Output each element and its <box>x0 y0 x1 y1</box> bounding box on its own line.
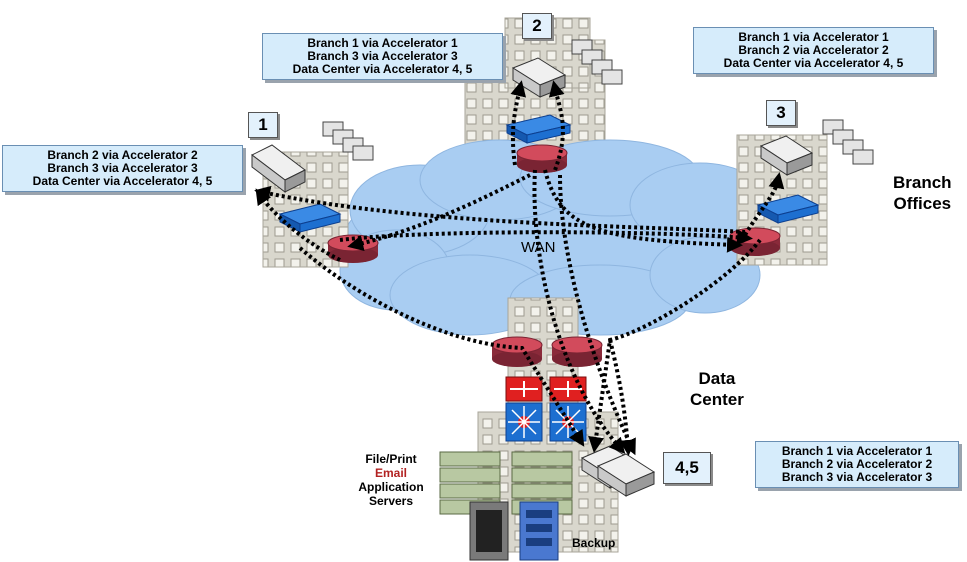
info-line: Data Center via Accelerator 4, 5 <box>292 62 473 76</box>
info-line: Branch 2 via Accelerator 2 <box>738 43 889 57</box>
accelerator-connection-paths <box>254 80 785 456</box>
branch-2-info-box: Branch 1 via Accelerator 1 Branch 3 via … <box>262 33 503 80</box>
branch-offices-line-1: Branch <box>893 173 952 192</box>
backup-storage-1-icon <box>469 501 509 561</box>
info-line: Data Center via Accelerator 4, 5 <box>723 56 904 70</box>
branch-1-info-box: Branch 2 via Accelerator 2 Branch 3 via … <box>2 145 243 192</box>
datacenter-router-1-icon <box>491 336 543 367</box>
branch-3-info-box: Branch 1 via Accelerator 1 Branch 2 via … <box>693 27 934 74</box>
branch-2-pc-icons <box>571 39 623 85</box>
data-center-line-2: Center <box>690 390 744 409</box>
wan-label: WAN <box>521 239 556 256</box>
data-center-label: Data Center <box>690 368 744 410</box>
branch-3-number-tag: 3 <box>766 100 796 126</box>
servers-line-1: File/Print <box>365 452 417 466</box>
info-line: Branch 3 via Accelerator 3 <box>781 470 933 484</box>
branch-1-pc-icons <box>322 121 374 161</box>
info-line: Branch 2 via Accelerator 2 <box>781 457 933 471</box>
branch-2-switch-icon <box>505 114 572 144</box>
data-center-line-1: Data <box>698 369 736 388</box>
datacenter-core-switch-1-icon <box>505 402 543 442</box>
data-center-info-box: Branch 1 via Accelerator 1 Branch 2 via … <box>755 441 959 488</box>
servers-line-4: Servers <box>368 494 414 508</box>
info-line: Branch 1 via Accelerator 1 <box>738 30 889 44</box>
servers-line-2: Email <box>374 466 407 480</box>
accelerator-5-icon <box>596 453 656 497</box>
info-line: Branch 3 via Accelerator 3 <box>47 161 198 175</box>
accelerator-1-icon <box>251 144 306 194</box>
info-line: Branch 2 via Accelerator 2 <box>47 148 198 162</box>
branch-offices-line-2: Offices <box>893 194 952 213</box>
info-line: Branch 3 via Accelerator 3 <box>307 49 458 63</box>
datacenter-firewall-2-icon <box>549 376 587 402</box>
branch-2-number-tag: 2 <box>522 13 552 39</box>
backup-storage-2-icon <box>519 501 559 561</box>
info-line: Data Center via Accelerator 4, 5 <box>32 174 213 188</box>
branch-1-switch-icon <box>278 203 342 233</box>
branch-offices-label: Branch Offices <box>893 172 952 214</box>
branch-1-number-tag: 1 <box>248 112 278 138</box>
branch-3-pc-icons <box>822 119 874 165</box>
backup-label: Backup <box>572 536 616 550</box>
datacenter-core-switch-2-icon <box>549 402 587 442</box>
datacenter-firewall-1-icon <box>505 376 543 402</box>
servers-line-3: Application <box>358 480 424 494</box>
accelerator-3-icon <box>759 135 814 176</box>
data-center-number-tag: 4,5 <box>663 452 711 484</box>
info-line: Branch 1 via Accelerator 1 <box>307 36 458 50</box>
info-line: Branch 1 via Accelerator 1 <box>781 444 933 458</box>
branch-2-router-icon <box>516 144 568 173</box>
servers-label: File/Print Email Application Servers <box>347 452 435 508</box>
